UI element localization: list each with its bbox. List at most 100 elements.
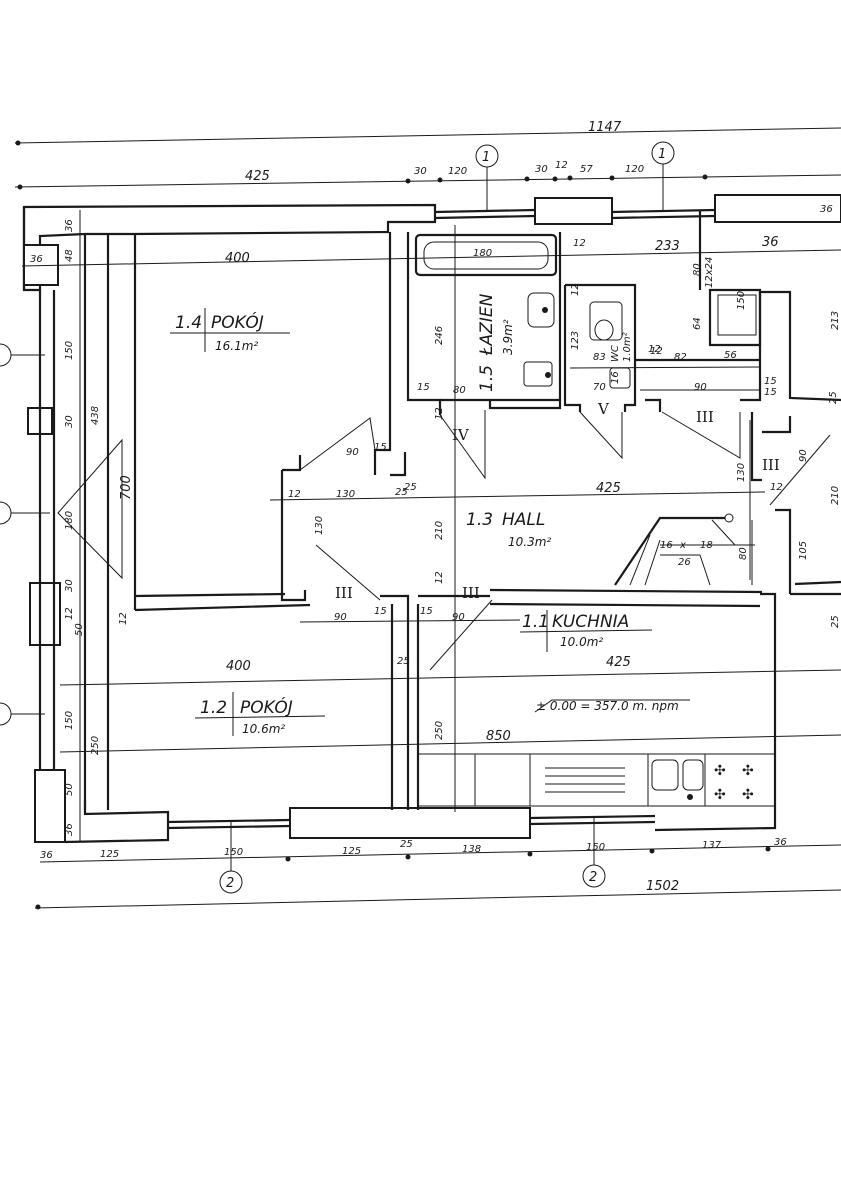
svg-text:25: 25 xyxy=(395,487,408,498)
svg-text:2: 2 xyxy=(226,876,234,891)
top-dim-6: 120 xyxy=(625,164,644,175)
chimney-code: 150 xyxy=(736,291,747,310)
room-name: KUCHNIA xyxy=(552,612,629,632)
svg-text:30: 30 xyxy=(64,579,75,592)
svg-text:250: 250 xyxy=(434,721,445,740)
svg-text:400: 400 xyxy=(226,659,251,674)
level-note-text: ± 0.00 = 357.0 m. npm xyxy=(536,699,679,713)
svg-text:425: 425 xyxy=(596,481,621,496)
room-number: 1.5 xyxy=(477,365,497,392)
svg-text:15: 15 xyxy=(420,606,433,617)
svg-text:64: 64 xyxy=(692,317,703,330)
room-name: POKÓJ xyxy=(211,311,264,333)
door-mark-v: V xyxy=(597,400,610,418)
door-mark-iii-a: III xyxy=(696,408,714,426)
room-area: 10.0m² xyxy=(560,635,603,649)
room-1-1: 1.1 KUCHNIA 10.0m² xyxy=(519,610,653,652)
svg-text:2: 2 xyxy=(589,870,597,885)
room-area: 3.9m² xyxy=(501,319,515,355)
top-dim-5: 57 xyxy=(580,164,593,175)
svg-text:25: 25 xyxy=(397,656,410,667)
door-marks: IV V III III III III xyxy=(335,400,780,602)
svg-text:90: 90 xyxy=(346,447,359,458)
room-1-5: 1.5 ŁAZIEN 3.9m² xyxy=(477,293,515,392)
room-1-2: 1.2 POKÓJ 10.6m² xyxy=(194,692,326,736)
top-dim-1: 30 xyxy=(414,166,427,177)
svg-text:438: 438 xyxy=(90,406,101,425)
stair-x: x xyxy=(679,540,686,551)
svg-text:1: 1 xyxy=(482,150,490,165)
svg-text:123: 123 xyxy=(570,331,581,350)
door-mark-iii-c: III xyxy=(335,584,353,602)
kitchen-sink xyxy=(651,759,704,800)
axis-marker-bottom-b: 2 xyxy=(582,818,606,888)
svg-text:80: 80 xyxy=(692,263,703,276)
svg-text:210: 210 xyxy=(830,486,841,505)
svg-text:12: 12 xyxy=(64,607,75,620)
interior-dimension-labels: 400 180 233 36 12 246 80 15 12 123 83 16… xyxy=(225,204,841,740)
svg-text:15: 15 xyxy=(374,606,387,617)
svg-text:125: 125 xyxy=(100,849,119,860)
svg-text:150: 150 xyxy=(224,847,243,858)
stove: ✣ ✣ ✣ ✣ xyxy=(714,763,754,803)
axis-marker-bottom-a: 2 xyxy=(219,822,243,894)
svg-text:80: 80 xyxy=(453,385,466,396)
svg-text:90: 90 xyxy=(694,382,707,393)
svg-text:180: 180 xyxy=(473,248,492,259)
svg-text:246: 246 xyxy=(434,326,445,345)
svg-text:36: 36 xyxy=(64,823,75,836)
svg-text:12: 12 xyxy=(118,612,129,625)
room-name: HALL xyxy=(502,510,545,530)
washbasin xyxy=(527,292,555,328)
room-area: 1.0m² xyxy=(622,332,633,362)
svg-text:12: 12 xyxy=(434,407,445,420)
svg-text:✣: ✣ xyxy=(714,763,726,779)
top-dim-3: 30 xyxy=(535,164,548,175)
svg-text:125: 125 xyxy=(342,846,361,857)
room-area: 16.1m² xyxy=(215,339,258,353)
bath-toilet xyxy=(523,361,553,387)
svg-text:400: 400 xyxy=(225,251,250,266)
room-name: WC xyxy=(610,345,621,362)
room-name: POKÓJ xyxy=(240,696,293,718)
svg-text:130: 130 xyxy=(736,463,747,482)
svg-text:25: 25 xyxy=(404,482,417,493)
svg-text:150: 150 xyxy=(64,341,75,360)
room-1-4: 1.4 POKÓJ 16.1m² xyxy=(170,308,290,353)
top-segment-dimension: 425 30 120 30 12 57 120 xyxy=(14,160,841,190)
svg-text:83: 83 xyxy=(593,352,606,363)
staircase: 16 x 18 26 xyxy=(614,513,755,586)
interior-walls xyxy=(83,210,841,810)
top-total-label: 1147 xyxy=(588,120,622,135)
svg-text:700: 700 xyxy=(119,475,134,500)
interior-dimension-lines xyxy=(21,210,841,909)
svg-text:50: 50 xyxy=(74,623,85,636)
svg-text:16: 16 xyxy=(610,371,621,384)
svg-text:12: 12 xyxy=(650,346,663,357)
svg-text:1: 1 xyxy=(658,147,666,162)
svg-text:12: 12 xyxy=(570,283,581,296)
room-area: 10.6m² xyxy=(242,722,285,736)
svg-text:213: 213 xyxy=(830,311,841,330)
svg-text:25: 25 xyxy=(830,615,841,628)
svg-text:48: 48 xyxy=(64,249,75,262)
top-dim-0: 425 xyxy=(245,169,270,184)
svg-text:12: 12 xyxy=(573,238,586,249)
door-mark-iv: IV xyxy=(452,426,470,444)
svg-text:15: 15 xyxy=(764,387,777,398)
svg-text:90: 90 xyxy=(452,612,465,623)
svg-text:850: 850 xyxy=(486,729,511,744)
svg-text:210: 210 xyxy=(434,521,445,540)
svg-text:✣: ✣ xyxy=(714,787,726,803)
svg-text:15: 15 xyxy=(417,382,430,393)
top-dim-4: 12 xyxy=(555,160,568,171)
room-number: 1.4 xyxy=(175,313,202,333)
svg-text:138: 138 xyxy=(462,844,481,855)
stair-run: 26 xyxy=(678,557,691,568)
svg-text:12: 12 xyxy=(288,489,301,500)
svg-text:82: 82 xyxy=(674,352,687,363)
svg-text:233: 233 xyxy=(655,239,680,254)
room-number: 1.2 xyxy=(200,698,227,718)
svg-text:50: 50 xyxy=(64,783,75,796)
